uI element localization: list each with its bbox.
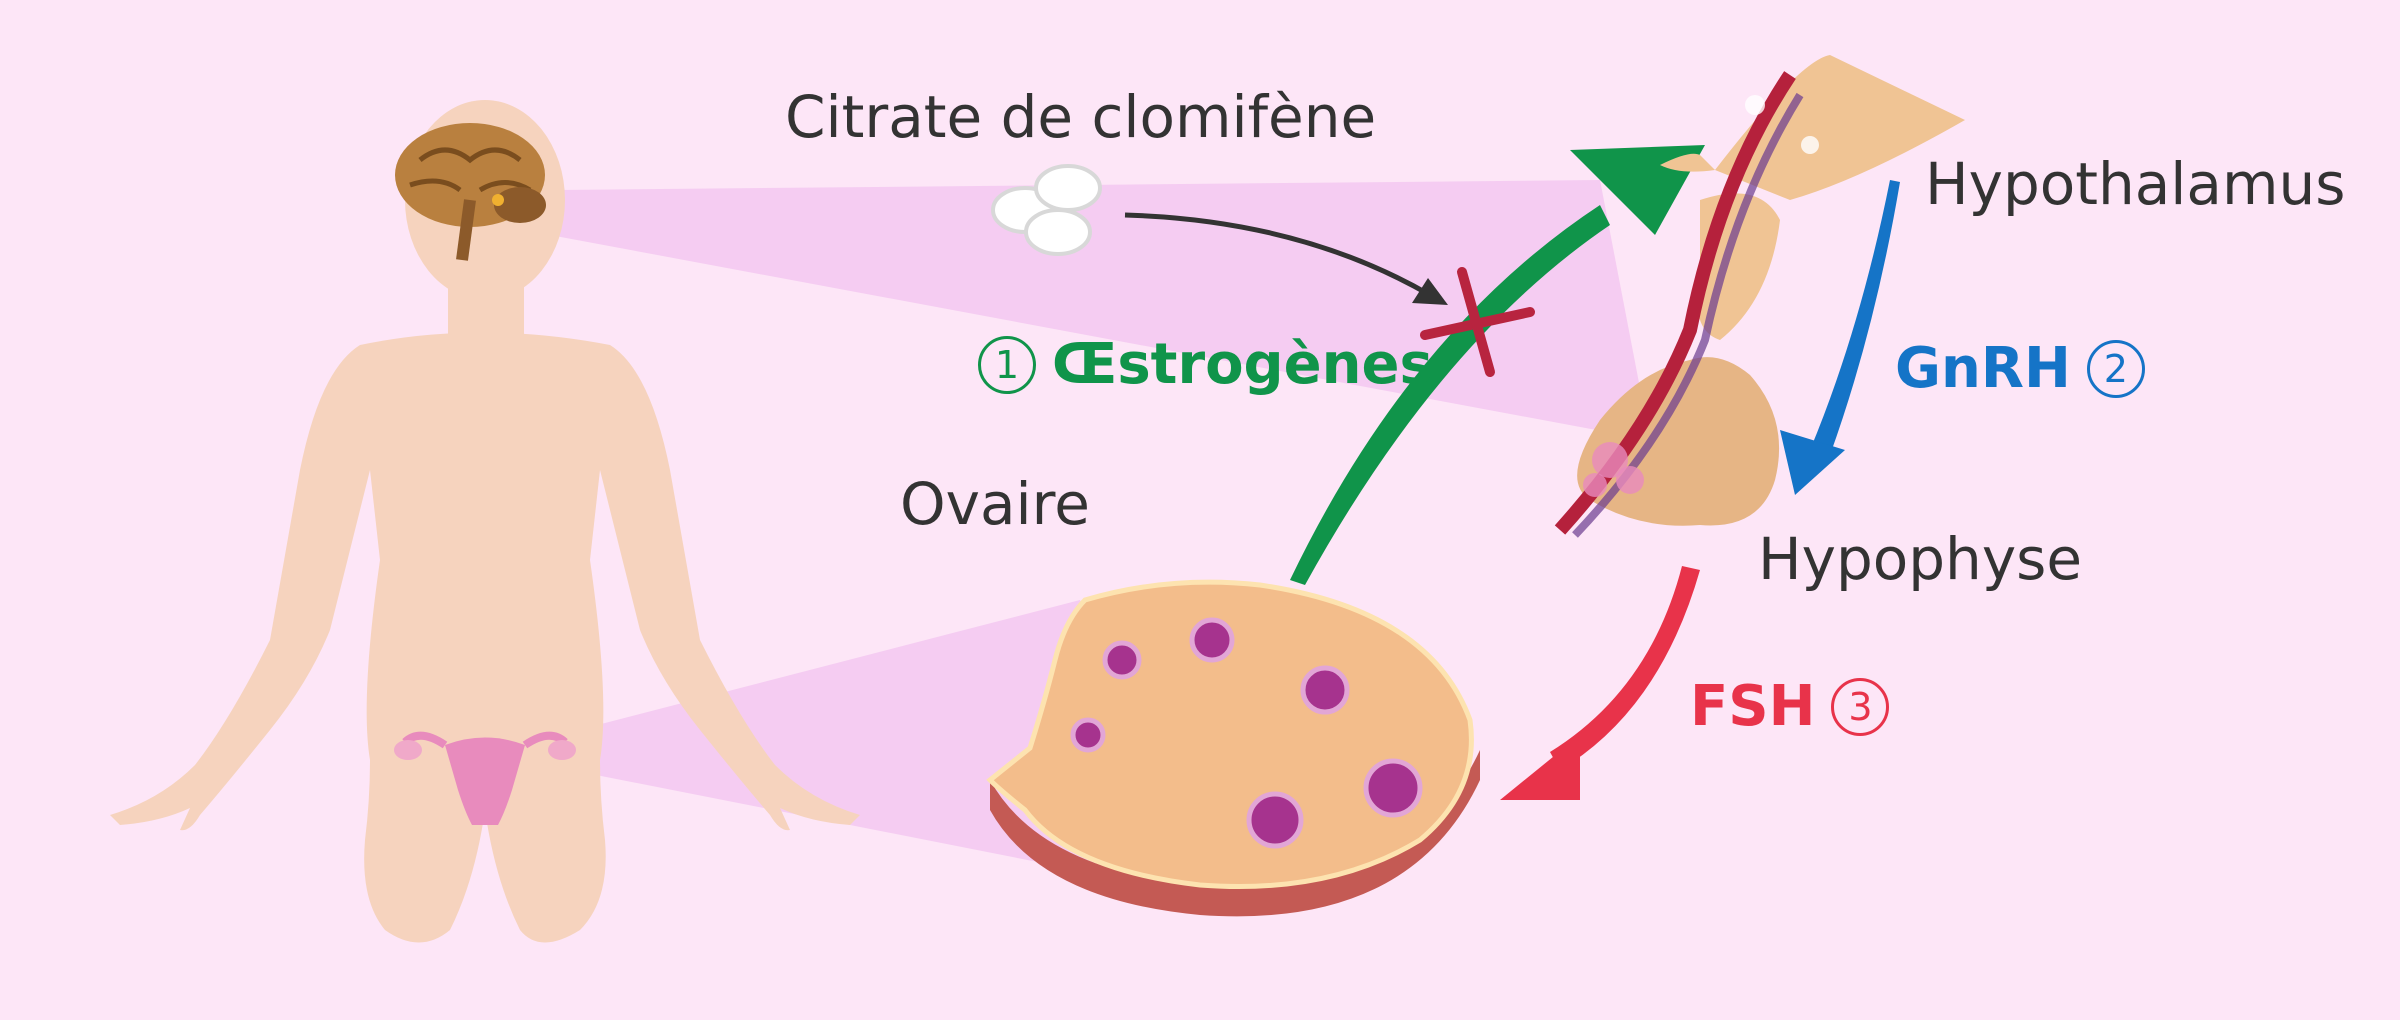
step-number-3: 3 <box>1831 678 1890 736</box>
ovaire-label: Ovaire <box>900 470 1090 538</box>
drug-action-arrowhead <box>1412 278 1448 305</box>
step-label-gnrh: GnRH <box>1895 336 2071 401</box>
step-gnrh: GnRH 2 <box>1895 340 2145 398</box>
gnrh-arrow <box>1810 180 1900 455</box>
step-estrogen: 1 Œstrogènes <box>978 336 1433 394</box>
fsh-arrowhead <box>1500 735 1580 800</box>
uterus-icon <box>394 731 576 825</box>
brain-icon <box>395 123 546 261</box>
gnrh-arrowhead <box>1780 430 1845 495</box>
drug-action-arrow <box>1124 212 1432 298</box>
step-fsh: FSH 3 <box>1690 674 1890 739</box>
fsh-arrow <box>1550 566 1700 770</box>
drug-label: Citrate de clomifène <box>785 83 1377 151</box>
step-number-1: 1 <box>978 336 1036 394</box>
block-x-icon <box>1420 267 1535 377</box>
hypophyse-label: Hypophyse <box>1758 525 2083 593</box>
estrogen-feedback-arrow <box>1290 205 1610 585</box>
step-number-2: 2 <box>2086 340 2145 398</box>
hypothalamus-pituitary-illustration <box>1554 55 1965 538</box>
head-zoom-cone <box>550 180 1650 440</box>
step-label-estrogen: Œstrogènes <box>1052 332 1433 397</box>
pill-icon <box>991 164 1102 256</box>
ovary-illustration <box>986 579 1480 917</box>
follicle <box>1070 617 1423 849</box>
hypothalamus-label: Hypothalamus <box>1925 150 2346 218</box>
step-label-fsh: FSH <box>1690 674 1816 739</box>
